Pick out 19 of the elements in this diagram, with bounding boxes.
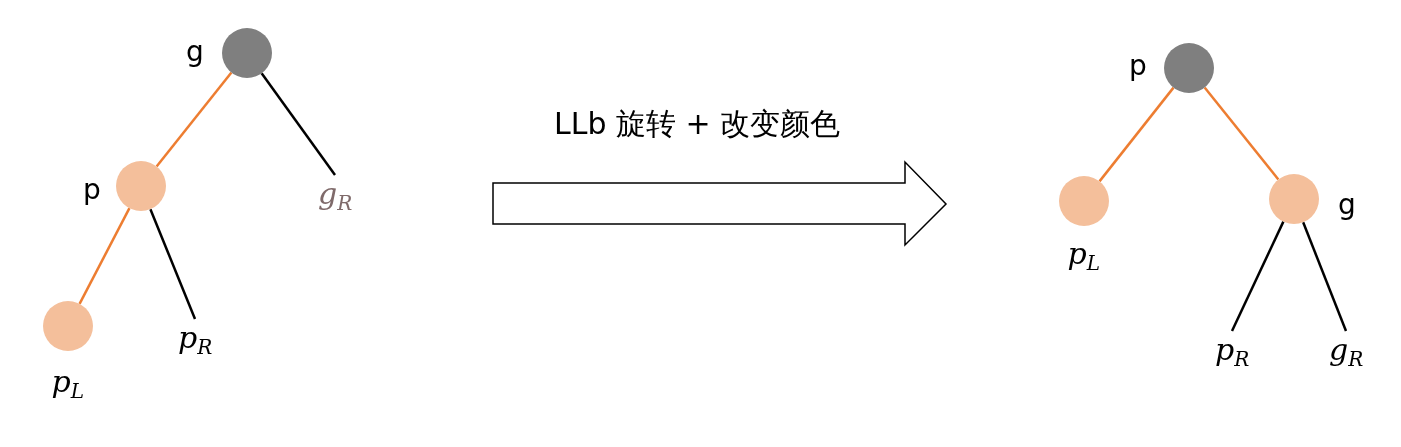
tree-edge <box>155 71 233 168</box>
tree-edge <box>1203 86 1280 181</box>
tree-edge <box>260 72 336 176</box>
node-label: p <box>1129 52 1147 80</box>
node-label: p <box>83 176 101 204</box>
tree-edge <box>149 208 197 320</box>
tree-edge <box>78 207 131 305</box>
tree-edge <box>1302 221 1348 332</box>
node-label: p$_{L}$ <box>51 367 84 401</box>
subtree-label: p$_{R}$ <box>1215 335 1250 369</box>
subtree-label: g$_{R}$ <box>318 179 353 213</box>
node-label: p$_{L}$ <box>1067 239 1100 273</box>
tree-edge <box>1230 221 1285 332</box>
tree-edge <box>1098 86 1175 183</box>
node-label: g <box>186 38 204 66</box>
subtree-label: p$_{R}$ <box>178 323 213 357</box>
transform-caption: LLb 旋转 + 改变颜色 <box>554 109 841 139</box>
subtree-label: g$_{R}$ <box>1329 335 1364 369</box>
node-label: g <box>1338 191 1356 219</box>
